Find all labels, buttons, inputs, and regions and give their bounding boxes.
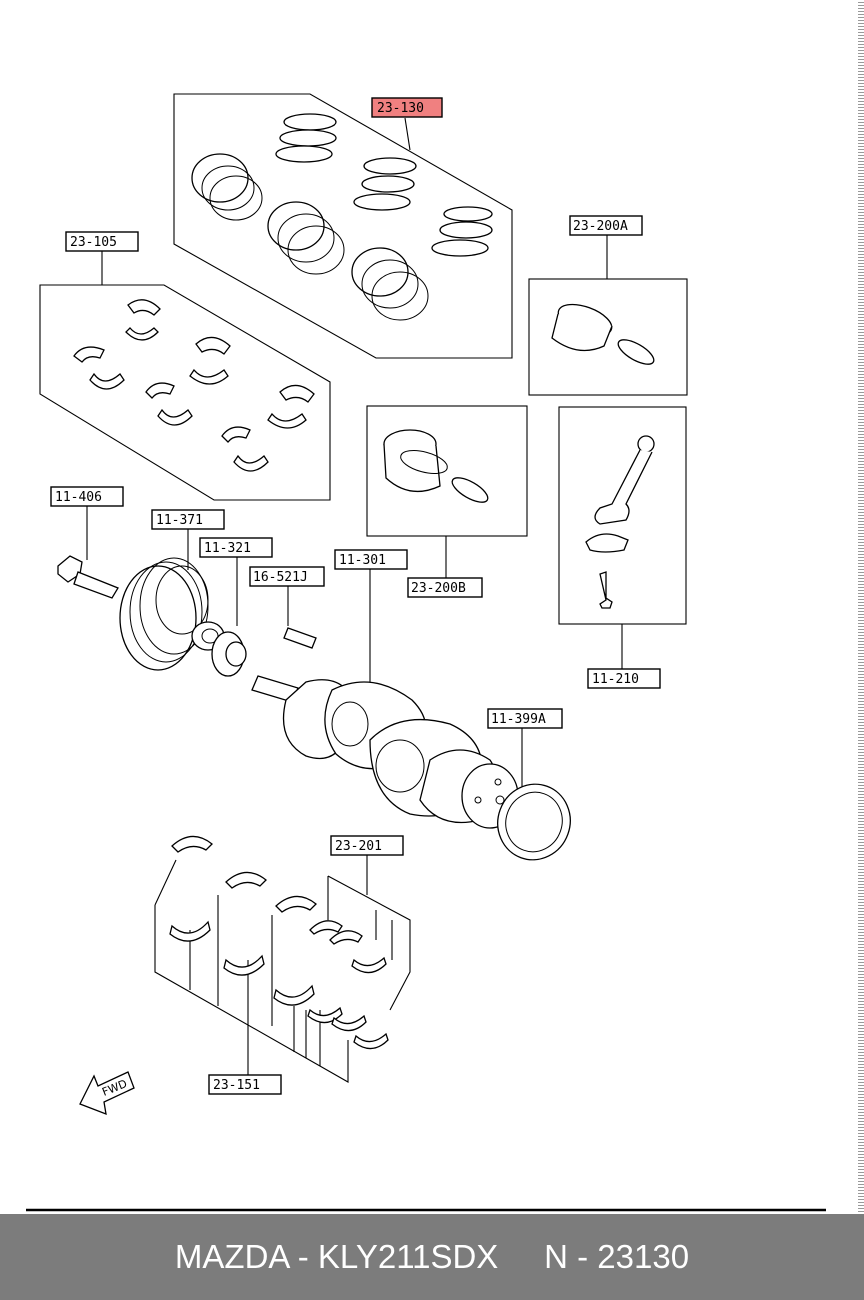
bearing-panel-outline — [39, 284, 331, 501]
bearing-leader-lines — [154, 855, 411, 1083]
callout-11-399A[interactable]: 11-399A — [487, 708, 563, 729]
sprocket-icon — [211, 631, 247, 677]
callout-16-521J-text: 16-521J — [253, 570, 308, 585]
callout-11-210-text: 11-210 — [592, 672, 639, 687]
callout-16-521J[interactable]: 16-521J — [249, 566, 325, 587]
crank-pulley-bolt-group — [57, 505, 119, 599]
callout-23-200A[interactable]: 23-200A — [569, 215, 643, 236]
callout-23-151[interactable]: 23-151 — [208, 1074, 282, 1095]
oil-seal-icon — [497, 783, 571, 861]
footer-bar: MAZDA - KLY211SDX N - 23130 — [0, 1214, 864, 1300]
callout-23-105-text: 23-105 — [70, 235, 117, 250]
piston-ring-panel-outline — [173, 93, 513, 359]
callout-11-371[interactable]: 11-371 — [151, 509, 225, 530]
piston-a-box — [528, 278, 688, 396]
crankshaft-icon — [251, 675, 519, 829]
main-bearing-group — [154, 835, 411, 1083]
callout-23-105[interactable]: 23-105 — [65, 231, 139, 252]
bearing-shell-icon — [169, 835, 389, 1050]
rear-oil-seal-group — [497, 728, 571, 861]
piston-ring-icon — [275, 113, 493, 257]
connecting-rod-group — [558, 406, 687, 669]
pulley-icon — [119, 557, 225, 671]
callout-11-301[interactable]: 11-301 — [334, 549, 408, 570]
callout-11-406-text: 11-406 — [55, 490, 102, 505]
connecting-rod-bearing-group — [39, 251, 331, 501]
piston-assembly-b-group — [366, 405, 528, 578]
forward-direction-arrow: FWD — [79, 1071, 135, 1116]
piston-icon — [383, 429, 489, 503]
callout-23-201[interactable]: 23-201 — [330, 835, 404, 856]
scan-edge — [858, 0, 864, 1214]
callout-23-151-text: 23-151 — [213, 1078, 260, 1093]
woodruff-key-group — [283, 585, 317, 649]
callout-11-406[interactable]: 11-406 — [50, 486, 124, 507]
callout-11-210[interactable]: 11-210 — [587, 668, 661, 689]
ring-stack-icon — [191, 153, 429, 321]
callout-23-130-text: 23-130 — [377, 101, 424, 116]
piston-b-box — [366, 405, 528, 537]
piston-ring-set-group — [173, 93, 513, 359]
callout-11-321-text: 11-321 — [204, 541, 251, 556]
callout-23-200B[interactable]: 23-200B — [407, 577, 483, 598]
callout-11-301-text: 11-301 — [339, 553, 386, 568]
bolt-icon — [57, 555, 119, 599]
crankshaft-group — [251, 568, 519, 829]
callout-23-200B-text: 23-200B — [411, 581, 466, 596]
footer-caption: MAZDA - KLY211SDX N - 23130 — [174, 1238, 690, 1275]
piston-assembly-a-group — [528, 235, 688, 396]
callout-23-201-text: 23-201 — [335, 839, 382, 854]
callout-23-200A-text: 23-200A — [573, 219, 628, 234]
callout-11-399A-text: 11-399A — [491, 712, 546, 727]
bearing-shell-icon — [73, 299, 315, 472]
piston-icon — [551, 303, 655, 365]
crank-sprocket-group — [211, 556, 247, 677]
callout-11-371-text: 11-371 — [156, 513, 203, 528]
callout-23-130[interactable]: 23-130 — [371, 97, 443, 118]
connecting-rod-icon — [585, 435, 655, 609]
callout-11-321[interactable]: 11-321 — [199, 537, 273, 558]
key-icon — [283, 627, 317, 649]
